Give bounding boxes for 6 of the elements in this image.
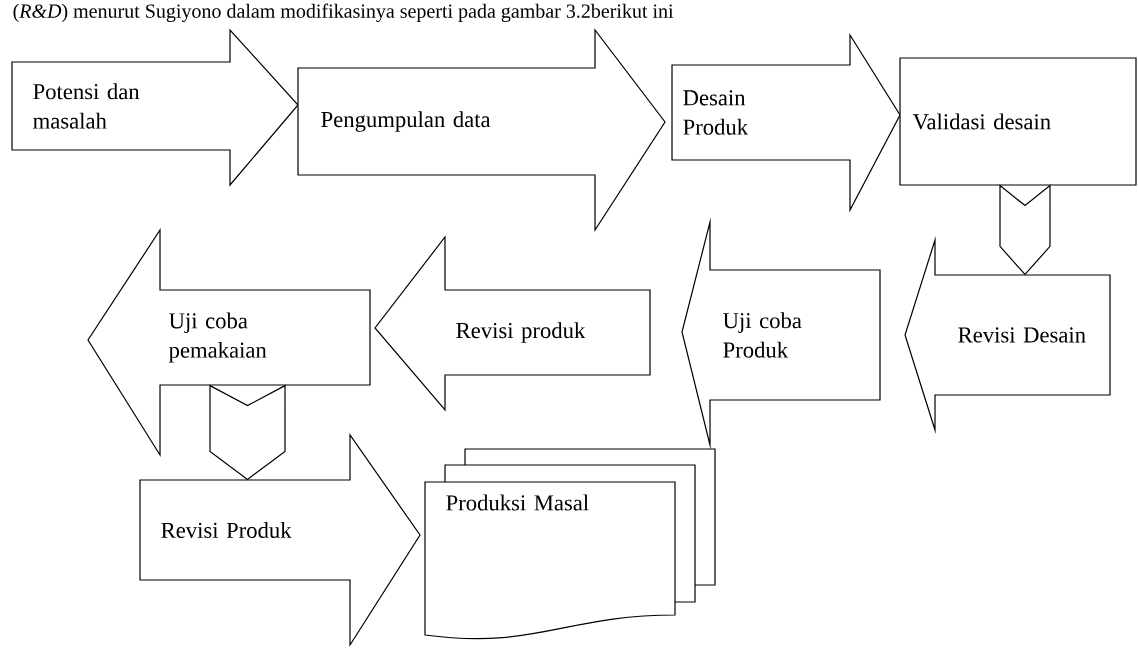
- process-box: Validasi desain: [899, 57, 1137, 186]
- node-label: Produksi Masal: [446, 494, 589, 511]
- chevron-arrow: [999, 184, 1051, 276]
- chevron-arrow: [209, 384, 286, 481]
- caption-text: (R&D) menurut Sugiyono dalam modifikasinya seperti pada gambar 3.2berikut ini: [13, 3, 674, 22]
- document-stack: Produksi Masal: [424, 448, 716, 640]
